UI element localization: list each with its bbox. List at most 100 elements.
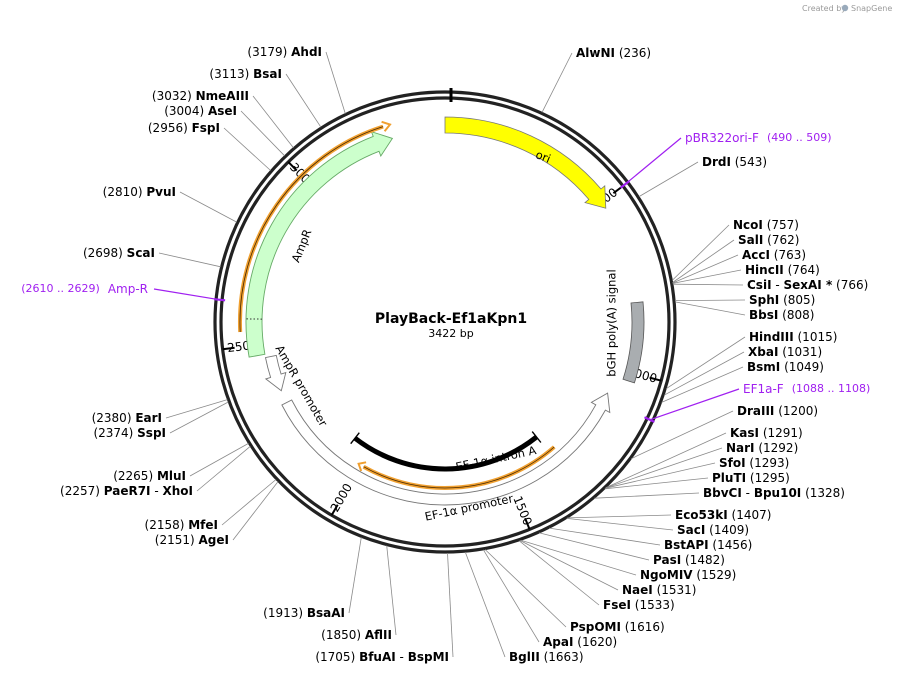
site-position: (1049) [780, 360, 824, 374]
enzyme-name: BsaAI [307, 606, 345, 620]
enzyme-name: BbvCI [703, 486, 742, 500]
enzyme-name-2: Bpu10I [754, 486, 801, 500]
site-leader [348, 537, 362, 614]
site-label-bsaai: (1913) BsaAI [263, 606, 345, 620]
site-label-asei: (3004) AseI [164, 104, 237, 118]
site-position: (1529) [693, 568, 737, 582]
enzyme-name: BstAPI [664, 538, 709, 552]
site-position: (3113) [209, 67, 253, 81]
primer-name: pBR322ori-F [685, 131, 759, 145]
site-label-draiii: DraIII (1200) [737, 404, 818, 418]
site-label-mlui: (2265) MluI [113, 469, 186, 483]
primer-name: Amp-R [108, 282, 148, 296]
site-label-csii: CsiI - SexAI * (766) [747, 278, 868, 292]
enzyme-sep: - [742, 486, 754, 500]
feature-label-ampr: AmpR [289, 227, 315, 264]
site-position: (1295) [746, 471, 790, 485]
site-label-xbai: XbaI (1031) [748, 345, 822, 359]
intron-end-bar [350, 432, 360, 445]
site-position: (808) [778, 308, 814, 322]
site-leader [605, 447, 723, 489]
primer-label-ef1a-f: EF1a-F(1088 .. 1108) [743, 382, 870, 396]
site-leader [541, 52, 573, 113]
enzyme-name: CsiI [747, 278, 772, 292]
enzyme-name: SfoI [719, 456, 746, 470]
enzyme-name: BsaI [253, 67, 282, 81]
enzyme-name: NcoI [733, 218, 763, 232]
site-position: (1031) [778, 345, 822, 359]
enzyme-name: NmeAIII [196, 89, 249, 103]
primer-range: (490 .. 509) [767, 131, 832, 144]
primer-range: (2610 .. 2629) [21, 282, 100, 295]
site-label-sali: SalI (762) [738, 233, 799, 247]
site-position: (2698) [83, 246, 127, 260]
site-leader [223, 127, 271, 171]
site-label-bstapi: BstAPI (1456) [664, 538, 752, 552]
site-position: (1482) [681, 553, 725, 567]
site-leader [539, 532, 650, 561]
site-position: (1015) [794, 330, 838, 344]
site-label-apai: ApaI (1620) [543, 635, 617, 649]
ruler-tick-mark [222, 346, 235, 351]
site-label-alwni: AlwNI (236) [576, 46, 651, 60]
site-leader [674, 299, 746, 301]
site-position: (1616) [621, 620, 665, 634]
feature-ori [444, 116, 607, 209]
credit-brand: SnapGene [851, 4, 892, 13]
feature-label-bgh-polya: bGH poly(A) signal [605, 269, 619, 376]
site-position: (805) [779, 293, 815, 307]
site-position: (1292) [755, 441, 799, 455]
site-label-fsei: FseI (1533) [603, 598, 675, 612]
site-leader [285, 73, 322, 128]
site-leader-lines [153, 51, 746, 658]
site-leader [386, 545, 397, 636]
enzyme-name: ApaI [543, 635, 573, 649]
enzyme-name: PspOMI [570, 620, 621, 634]
site-label-ahdi: (3179) AhdI [247, 45, 322, 59]
site-position: (1407) [728, 508, 772, 522]
site-position: (1705) [315, 650, 359, 664]
snapgene-credit: Created by SnapGene [802, 4, 892, 13]
feature-label-ori: ori [534, 147, 553, 166]
site-leader [663, 351, 745, 396]
enzyme-name: EarI [135, 411, 162, 425]
backbone-inner-strand [219, 96, 671, 548]
site-label-drdi: DrdI (543) [702, 155, 767, 169]
site-position: (2265) [113, 469, 157, 483]
enzyme-name: AgeI [199, 533, 229, 547]
enzyme-name: XbaI [748, 345, 778, 359]
site-label-mfei: (2158) MfeI [145, 518, 218, 532]
site-leader [196, 445, 251, 492]
site-position: (1850) [321, 628, 365, 642]
site-labels: AlwNI (236)DrdI (543)NcoI (757)SalI (762… [21, 45, 870, 664]
site-position: (2151) [155, 533, 199, 547]
site-position: (1293) [746, 456, 790, 470]
enzyme-name-2: BspMI [408, 650, 449, 664]
site-label-eco53ki: Eco53kI (1407) [675, 508, 771, 522]
site-leader [520, 539, 637, 576]
site-label-pspomi: PspOMI (1616) [570, 620, 665, 634]
site-position: (1663) [540, 650, 584, 664]
site-label-scai: (2698) ScaI [83, 246, 155, 260]
feature-ef1a-intron [353, 435, 539, 472]
site-label-kasi: KasI (1291) [730, 426, 803, 440]
site-position: (2810) [103, 185, 147, 199]
site-leader [221, 479, 277, 526]
site-leader [179, 191, 237, 223]
site-position: (236) [615, 46, 651, 60]
site-leader [483, 549, 540, 643]
site-position: (3032) [152, 89, 196, 103]
enzyme-name: FspI [192, 121, 220, 135]
enzyme-name: NarI [726, 441, 755, 455]
site-leader [165, 399, 228, 419]
site-label-nari: NarI (1292) [726, 441, 798, 455]
enzyme-name: BglII [509, 650, 540, 664]
site-label-bglii: BglII (1663) [509, 650, 584, 664]
enzyme-name: NaeI [622, 583, 653, 597]
site-label-agei: (2151) AgeI [155, 533, 229, 547]
enzyme-name: DraIII [737, 404, 774, 418]
enzyme-name: ScaI [127, 246, 155, 260]
enzyme-name: SalI [738, 233, 763, 247]
site-leader [484, 549, 567, 628]
intron-end-bar [531, 431, 542, 443]
